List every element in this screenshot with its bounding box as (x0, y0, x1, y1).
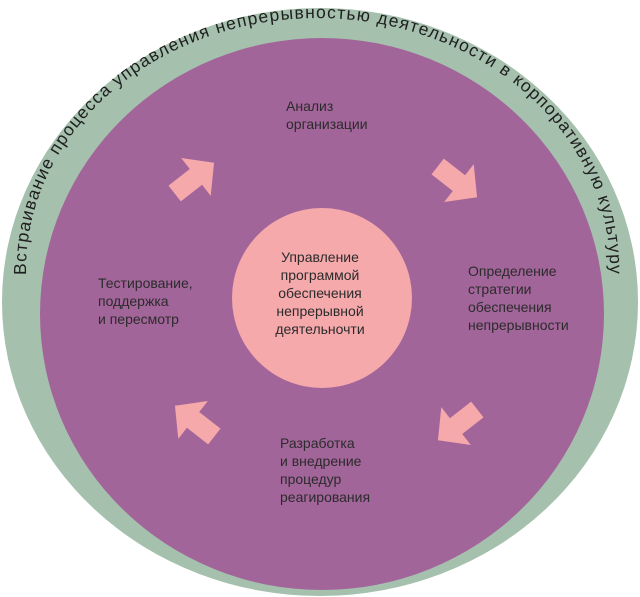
center-circle (232, 208, 412, 388)
stage-development-label: Разработка и внедрение процедур реагиров… (280, 434, 370, 506)
stage-development-line: процедур (280, 471, 342, 487)
stage-analysis-line: организации (286, 116, 368, 132)
arrow-top-right (431, 158, 478, 202)
center-label: Управление программой обеспечения непрер… (245, 248, 395, 338)
stage-strategy-line: стратегии (468, 281, 532, 297)
stage-strategy-line: обеспечения (468, 299, 552, 315)
stage-strategy-line: непрерывности (468, 317, 569, 333)
stage-testing-label: Тестирование, поддержка и пересмотр (98, 274, 193, 328)
arrow-bottom-right (437, 401, 484, 445)
stage-analysis-line: Анализ (286, 98, 334, 114)
stage-testing-line: поддержка (98, 293, 169, 309)
center-label-line: деятельночти (275, 321, 365, 337)
stage-development-line: реагирования (280, 489, 371, 505)
center-label-line: обеспечения (278, 285, 362, 301)
stage-testing-line: Тестирование, (98, 275, 193, 291)
stage-strategy-line: Определение (468, 263, 557, 279)
center-label-line: Управление (281, 249, 359, 265)
arrow-top-left (168, 158, 215, 202)
arrow-bottom-left (174, 401, 221, 445)
center-label-line: программой (280, 267, 360, 283)
stage-development-line: Разработка (280, 435, 355, 451)
stage-testing-line: и пересмотр (98, 311, 179, 327)
stage-analysis-label: Анализ организации (286, 97, 368, 133)
stage-development-line: и внедрение (280, 453, 362, 469)
center-label-line: непрерывной (276, 303, 364, 319)
cycle-arrows (168, 158, 484, 445)
stage-strategy-label: Определение стратегии обеспечения непрер… (468, 262, 569, 334)
